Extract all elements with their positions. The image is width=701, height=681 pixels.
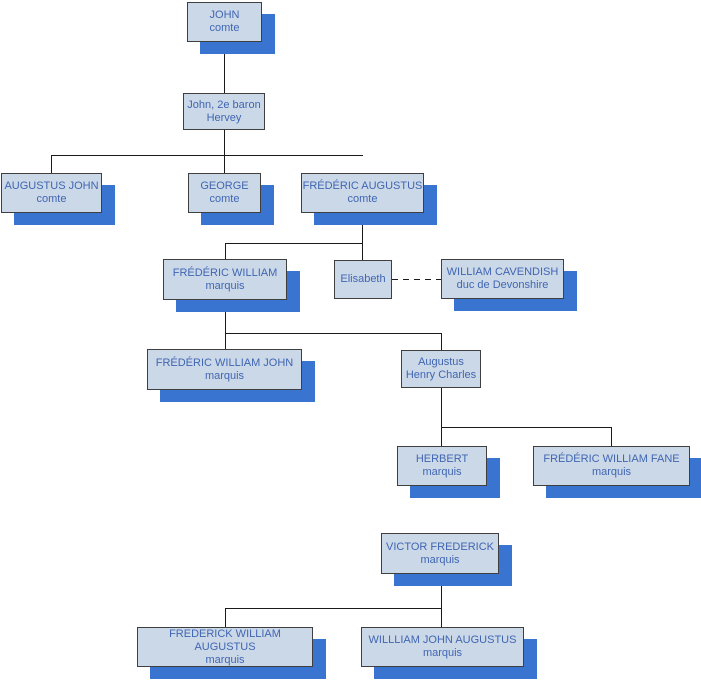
node-title: comte <box>347 193 378 205</box>
connector-hervey-stem <box>224 130 225 155</box>
connector-victor-frederick-stem <box>441 574 442 627</box>
node-title: Hervey <box>206 111 242 124</box>
connector-drop-augustus-henry <box>441 333 442 350</box>
node-name: FREDERICK WILLIAM AUGUSTUS <box>169 627 281 653</box>
connector-generation3-bus <box>225 243 363 244</box>
connector-frederic-augustus-stem <box>362 213 363 260</box>
node-name: FRÉDÉRIC WILLIAM <box>172 266 278 279</box>
node-title: marquis <box>422 466 462 478</box>
node-title: marquis <box>591 466 632 478</box>
node-title: comte <box>209 193 240 205</box>
node-name: FRÉDÉRIC AUGUSTUS <box>302 180 423 192</box>
node-name: VICTOR FREDERICK <box>386 540 494 553</box>
connector-drop-herbert <box>441 427 442 446</box>
node-john-2e-baron-hervey[interactable]: John, 2e baron Hervey <box>183 93 265 130</box>
node-george[interactable]: GEORGE comte <box>188 173 261 213</box>
node-name: AUGUSTUS JOHN <box>4 180 99 192</box>
node-name: GEORGE <box>200 180 249 192</box>
connector-generation2-bus <box>51 155 363 156</box>
node-frederic-augustus[interactable]: FRÉDÉRIC AUGUSTUS comte <box>301 173 424 213</box>
node-name: Elisabeth <box>340 273 386 285</box>
node-name: HERBERT <box>415 453 469 465</box>
node-william-john-augustus[interactable]: WILLLIAM JOHN AUGUSTUS marquis <box>361 627 524 667</box>
node-title: comte <box>209 22 240 34</box>
node-title: marquis <box>205 653 245 666</box>
node-title: marquis <box>422 647 463 659</box>
node-title: marquis <box>205 279 245 292</box>
connector-generation5-bus <box>441 427 612 428</box>
connector-drop-george <box>224 155 225 173</box>
connector-generation4-bus <box>225 333 442 334</box>
node-elisabeth[interactable]: Elisabeth <box>334 260 392 299</box>
node-name: JOHN <box>209 9 240 21</box>
node-victor-frederick[interactable]: VICTOR FREDERICK marquis <box>381 533 499 574</box>
marriage-connector-dashed <box>392 279 441 280</box>
node-frederic-william[interactable]: FRÉDÉRIC WILLIAM marquis <box>163 259 287 300</box>
node-frederick-william-augustus[interactable]: FREDERICK WILLIAM AUGUSTUS marquis <box>137 627 313 667</box>
node-title: Henry Charles <box>405 369 477 381</box>
node-title: comte <box>36 193 67 205</box>
node-name: FRÉDÉRIC WILLIAM JOHN <box>155 356 294 369</box>
node-frederic-william-john[interactable]: FRÉDÉRIC WILLIAM JOHN marquis <box>147 349 302 390</box>
node-name: FRÉDÉRIC WILLIAM FANE <box>543 453 680 465</box>
connector-drop-frederic-william-john <box>225 333 226 349</box>
connector-augustus-henry-stem <box>441 388 442 427</box>
node-john[interactable]: JOHN comte <box>187 2 262 42</box>
node-name: WILLIAM CAVENDISH <box>446 266 559 278</box>
connector-john-to-hervey <box>224 42 225 93</box>
connector-frederic-william-stem <box>225 300 226 333</box>
node-name: Augustus <box>418 356 464 368</box>
node-name: John, 2e baron <box>187 98 261 111</box>
connector-drop-frederick-william-augustus <box>225 608 226 627</box>
node-herbert[interactable]: HERBERT marquis <box>397 446 487 486</box>
node-name: WILLLIAM JOHN AUGUSTUS <box>368 634 517 646</box>
node-frederic-william-fane[interactable]: FRÉDÉRIC WILLIAM FANE marquis <box>533 446 690 486</box>
node-augustus-henry-charles[interactable]: Augustus Henry Charles <box>401 350 481 388</box>
node-title: duc de Devonshire <box>456 279 549 291</box>
connector-drop-frederic-william <box>225 243 226 259</box>
connector-generation7-bus <box>225 608 441 609</box>
node-title: marquis <box>204 369 245 382</box>
connector-drop-frederic-william-fane <box>611 427 612 446</box>
node-william-cavendish[interactable]: WILLIAM CAVENDISH duc de Devonshire <box>441 259 564 299</box>
node-title: marquis <box>420 553 460 566</box>
connector-drop-augustus-john <box>51 155 52 173</box>
node-augustus-john[interactable]: AUGUSTUS JOHN comte <box>1 173 102 213</box>
